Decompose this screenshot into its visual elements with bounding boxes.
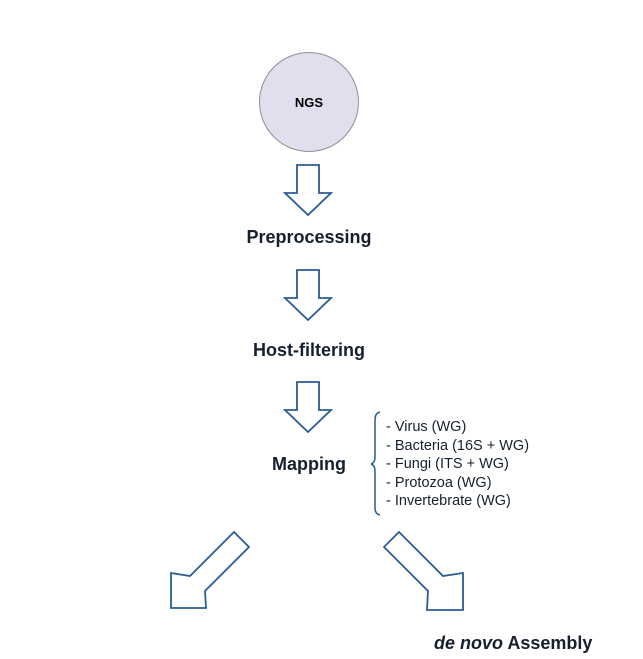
step-mapping: Mapping (272, 454, 346, 474)
ngs-node: NGS (259, 52, 359, 152)
mapping-target-item: - Protozoa (WG) (386, 474, 492, 491)
down-arrow-icon (282, 381, 334, 434)
diagonal-arrow-icon (382, 530, 464, 611)
de-novo-assembly-label: de novo Assembly (434, 633, 592, 654)
diagonal-arrow-icon (170, 530, 251, 609)
mapping-target-list: - Virus (WG) - Bacteria (16S + WG) - Fun… (386, 418, 529, 511)
assembly-italic-text: de novo (434, 633, 504, 653)
assembly-text: Assembly (503, 633, 593, 653)
mapping-target-item: - Fungi (ITS + WG) (386, 456, 509, 473)
step-host-filtering: Host-filtering (253, 340, 365, 360)
brace-icon (370, 411, 381, 516)
mapping-target-item: - Bacteria (16S + WG) (386, 437, 530, 454)
ngs-label: NGS (294, 94, 324, 110)
down-arrow-icon (282, 164, 334, 217)
step-preprocessing: Preprocessing (246, 227, 372, 247)
mapping-target-item: - Virus (WG) (386, 419, 467, 435)
down-arrow-icon (282, 269, 334, 322)
mapping-target-item: - Invertebrate (WG) (386, 493, 511, 510)
